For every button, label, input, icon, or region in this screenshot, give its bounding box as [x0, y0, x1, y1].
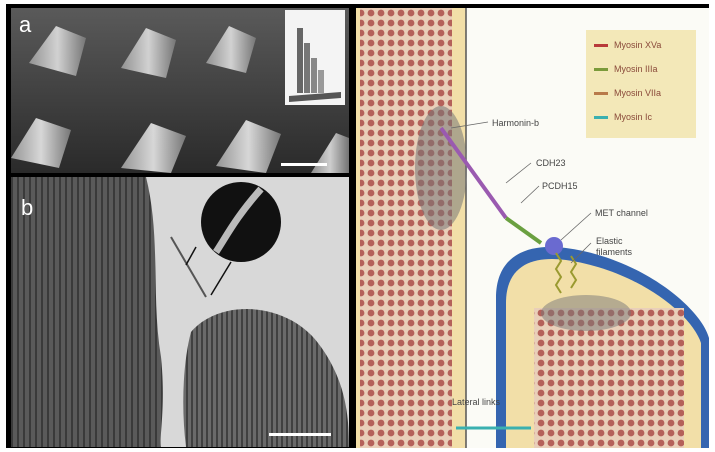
tem-micrograph-panel: b	[11, 177, 349, 447]
stereocilia-staircase-inset	[285, 10, 345, 105]
upper-tip-link-density	[415, 106, 467, 230]
label-cdh23: CDH23	[536, 158, 566, 168]
short-stereocilium-actin	[534, 308, 684, 448]
stereocilium-left	[11, 177, 163, 447]
myosin-ic-icon	[594, 116, 608, 119]
legend-item-myosin-ic: Myosin Ic	[594, 112, 652, 122]
myosin-iiia-icon	[594, 68, 608, 71]
label-pcdh15: PCDH15	[542, 181, 578, 191]
panel-a-label: a	[19, 14, 31, 36]
label-met-channel: MET channel	[595, 208, 648, 218]
scale-bar	[269, 433, 331, 436]
label-harmonin: Harmonin-b	[492, 118, 539, 128]
lower-tip-link-density	[541, 295, 631, 331]
myosin-xva-icon	[594, 44, 608, 47]
pcdh15-strand	[506, 218, 541, 243]
sem-micrograph-panel: a	[11, 8, 349, 173]
met-channel	[545, 237, 563, 255]
label-lateral-links: Lateral links	[452, 397, 500, 407]
sem-micrograph-image	[11, 8, 349, 173]
scale-bar	[281, 163, 327, 166]
legend-item-myosin-xva: Myosin XVa	[594, 40, 661, 50]
myosin-viia-icon	[594, 92, 608, 95]
legend-item-myosin-iiia: Myosin IIIa	[594, 64, 658, 74]
legend-item-myosin-viia: Myosin VIIa	[594, 88, 661, 98]
panel-b-label: b	[21, 197, 33, 219]
myosin-legend: Myosin XVa Myosin IIIa Myosin VIIa Myosi…	[586, 30, 696, 138]
label-elastic-filaments: Elastic filaments	[596, 236, 632, 258]
tem-micrograph-image	[11, 177, 349, 447]
